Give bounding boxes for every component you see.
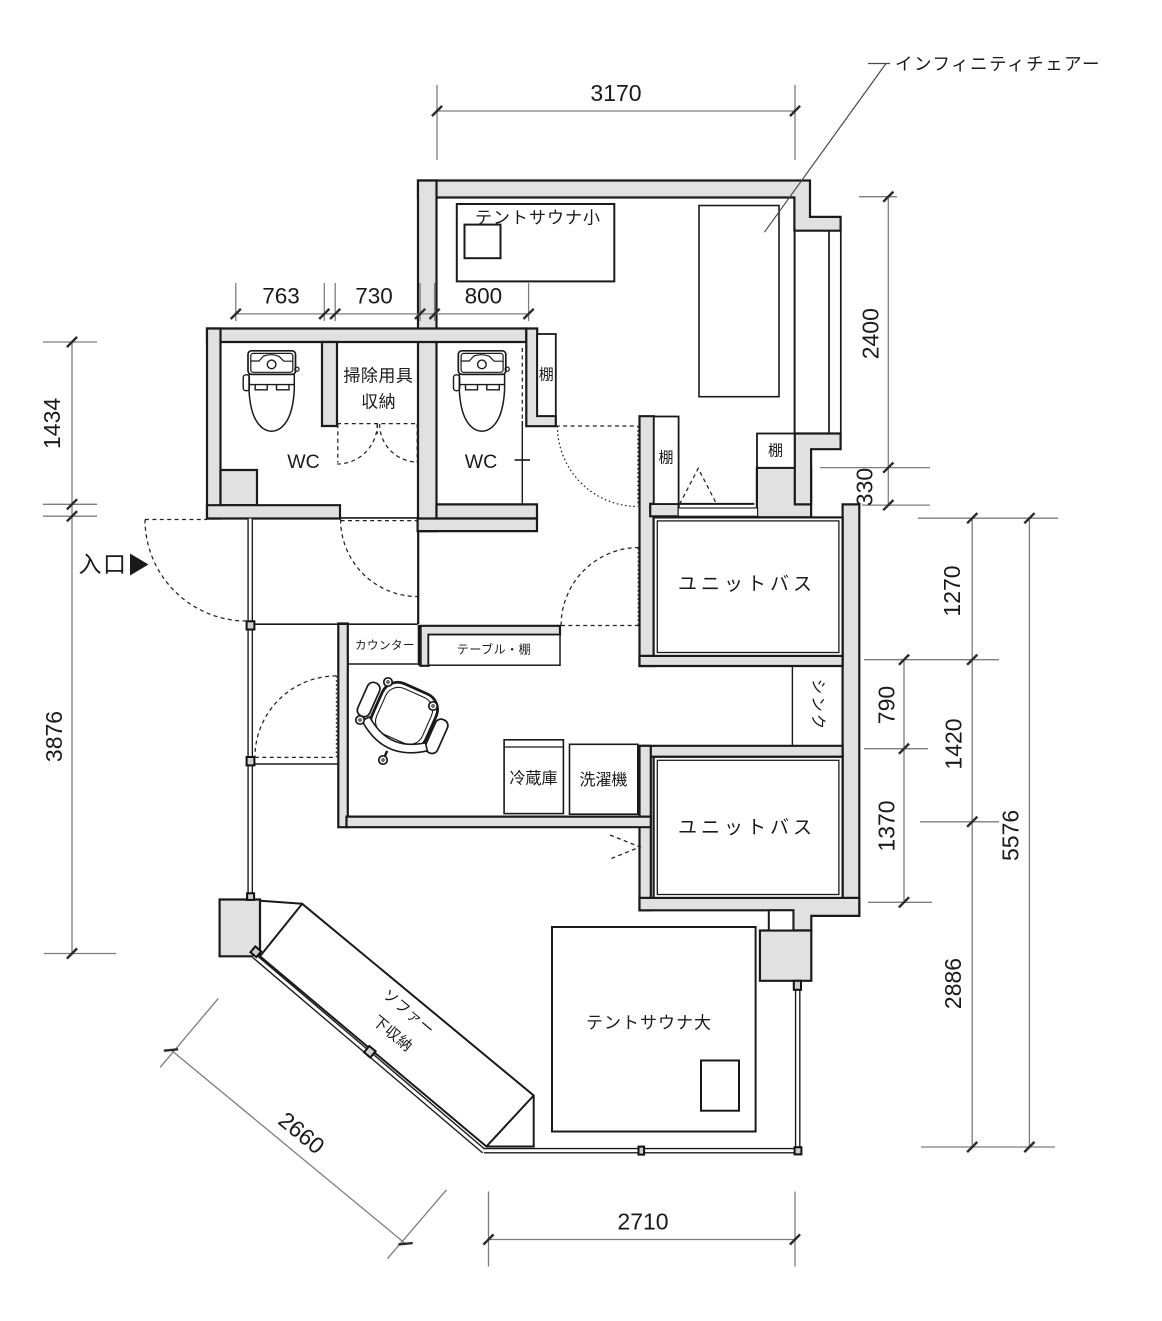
svg-text:冷蔵庫: 冷蔵庫 — [509, 770, 557, 788]
svg-text:1370: 1370 — [873, 800, 899, 851]
svg-text:掃除用具: 掃除用具 — [343, 367, 413, 386]
svg-text:カウンター: カウンター — [355, 639, 415, 652]
svg-text:入口: 入口 — [79, 551, 128, 577]
svg-text:棚: 棚 — [539, 367, 554, 384]
svg-text:2710: 2710 — [617, 1209, 668, 1235]
svg-text:790: 790 — [873, 686, 899, 724]
svg-text:1420: 1420 — [941, 718, 967, 769]
svg-text:WC: WC — [465, 451, 498, 473]
svg-text:シンク: シンク — [809, 679, 827, 732]
svg-text:3170: 3170 — [590, 80, 641, 106]
svg-text:330: 330 — [852, 468, 878, 506]
svg-text:テントサウナ小: テントサウナ小 — [475, 209, 601, 228]
svg-text:800: 800 — [465, 284, 503, 309]
svg-text:3876: 3876 — [41, 711, 67, 762]
svg-text:テーブル・棚: テーブル・棚 — [457, 642, 531, 657]
svg-text:WC: WC — [287, 451, 320, 473]
svg-text:730: 730 — [355, 284, 393, 309]
svg-text:ユニットバス: ユニットバス — [678, 818, 816, 839]
svg-text:インフィニティチェアー: インフィニティチェアー — [895, 54, 1101, 74]
svg-text:棚: 棚 — [658, 450, 673, 467]
svg-text:2660: 2660 — [274, 1107, 330, 1160]
svg-text:763: 763 — [262, 284, 300, 309]
svg-text:1434: 1434 — [39, 398, 65, 449]
svg-text:1270: 1270 — [939, 565, 965, 616]
svg-text:2886: 2886 — [940, 958, 966, 1009]
svg-text:棚: 棚 — [768, 443, 783, 460]
svg-text:2400: 2400 — [858, 308, 884, 359]
svg-text:テントサウナ大: テントサウナ大 — [586, 1014, 712, 1033]
svg-text:ユニットバス: ユニットバス — [678, 574, 816, 595]
svg-text:5576: 5576 — [998, 810, 1024, 861]
svg-text:洗濯機: 洗濯機 — [579, 771, 627, 789]
svg-text:収納: 収納 — [361, 393, 396, 412]
